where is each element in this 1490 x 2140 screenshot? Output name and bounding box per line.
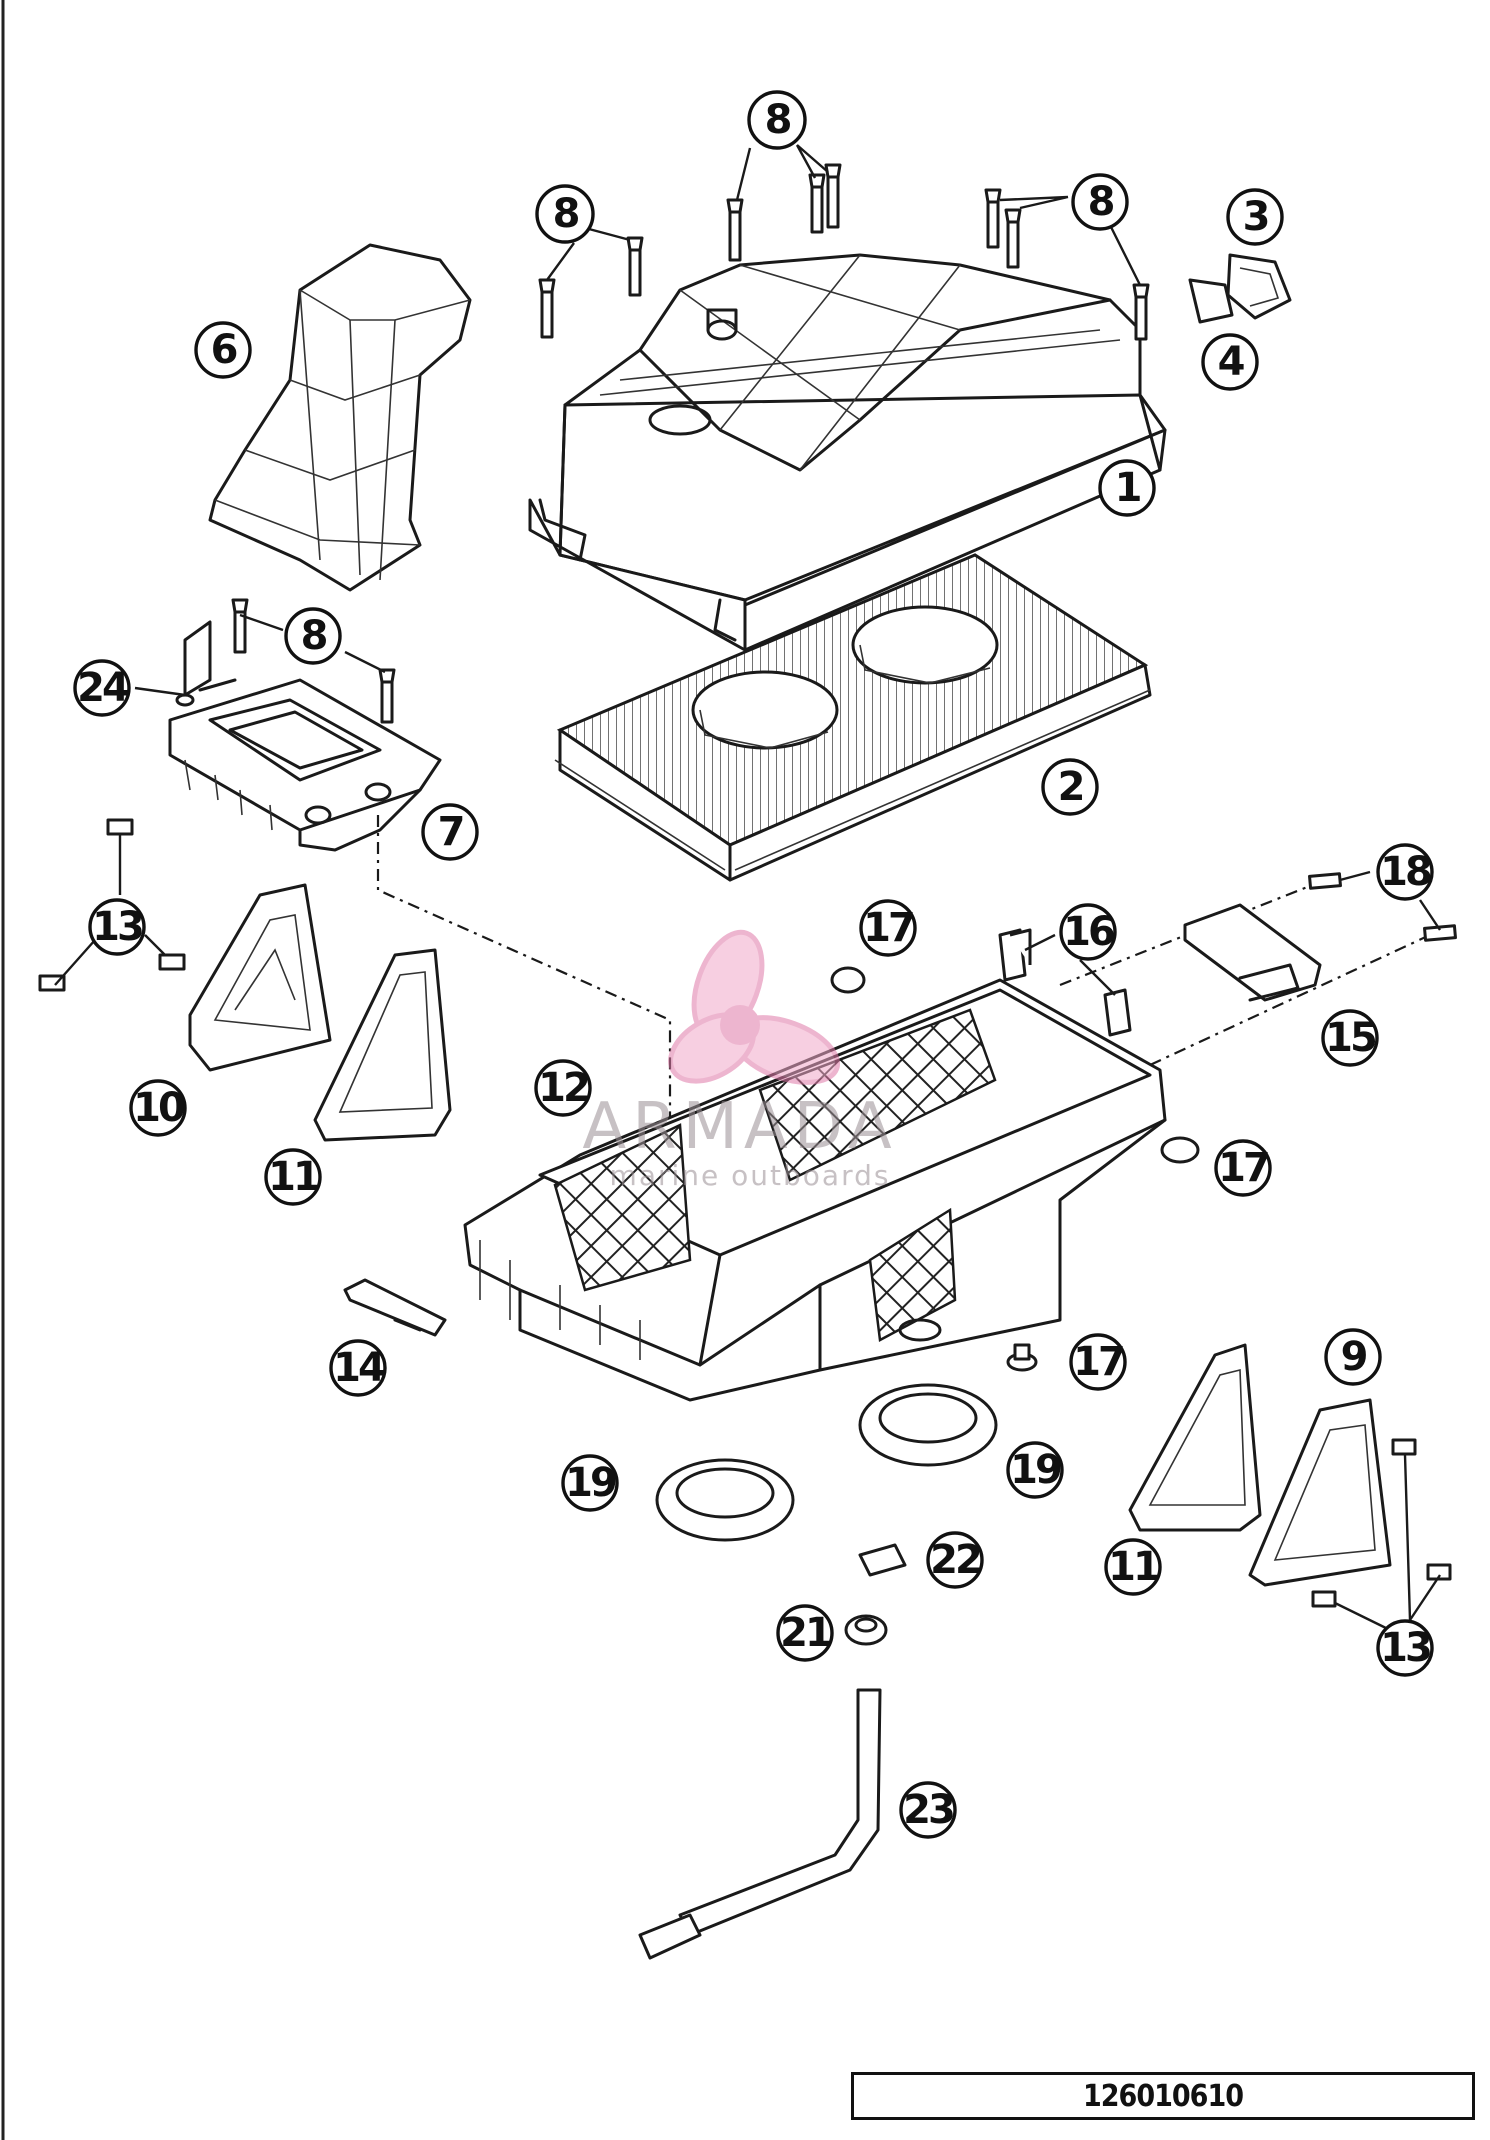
- callout-17b: 17: [1214, 1139, 1272, 1197]
- callout-22: 22: [926, 1531, 984, 1589]
- part-14-block: [343, 1278, 447, 1337]
- part-19-seal-right: [858, 1383, 998, 1467]
- callout-label: 13: [1380, 1625, 1430, 1671]
- callout-13a: 13: [88, 898, 146, 956]
- callout-11b: 11: [1104, 1538, 1162, 1596]
- callout-8d: 8: [284, 607, 342, 665]
- part-3-4-plates: [1188, 253, 1292, 324]
- part-18-screws: [1308, 872, 1457, 942]
- callout-label: 17: [863, 905, 913, 951]
- callout-4: 4: [1201, 333, 1259, 391]
- callout-label: 16: [1063, 909, 1114, 955]
- propeller-logo-icon: [668, 929, 841, 1085]
- callout-label: 3: [1243, 194, 1268, 240]
- callout-19a: 19: [561, 1454, 619, 1512]
- callout-label: 15: [1325, 1015, 1376, 1061]
- callout-label: 13: [92, 904, 142, 950]
- part-13-screws-left: [38, 818, 186, 992]
- part-11-gasket-right: [1128, 1343, 1262, 1532]
- callout-label: 23: [903, 1787, 953, 1833]
- callout-label: 10: [133, 1085, 184, 1131]
- callout-16: 16: [1059, 903, 1117, 961]
- part-13-screws-right: [1311, 1438, 1452, 1608]
- watermark-tagline: marine outboards: [610, 1159, 891, 1192]
- callout-18: 18: [1376, 843, 1434, 901]
- callout-24: 24: [73, 659, 131, 717]
- part-airbox-cover: [528, 253, 1167, 652]
- callout-label: 12: [538, 1065, 588, 1111]
- callout-23: 23: [899, 1781, 957, 1839]
- callout-10: 10: [129, 1079, 187, 1137]
- callout-1: 1: [1098, 459, 1156, 517]
- callout-label: 1: [1115, 465, 1141, 511]
- screw-group-top: [538, 163, 1150, 341]
- callout-label: 7: [438, 809, 463, 855]
- callout-7: 7: [421, 803, 479, 861]
- callout-label: 11: [268, 1154, 319, 1200]
- callout-label: 8: [1088, 179, 1114, 225]
- part-17-grommets: [830, 966, 1200, 1372]
- callout-label: 24: [77, 665, 128, 711]
- callout-label: 19: [1010, 1447, 1061, 1493]
- callout-label: 8: [301, 613, 327, 659]
- callout-label: 17: [1073, 1339, 1123, 1385]
- callout-label: 14: [333, 1345, 384, 1391]
- callout-leader-lines: [54, 144, 1441, 1632]
- callout-label: 4: [1218, 339, 1244, 385]
- callout-2: 2: [1041, 758, 1099, 816]
- callout-11a: 11: [264, 1148, 322, 1206]
- callout-14: 14: [329, 1339, 387, 1397]
- callout-label: 8: [553, 191, 579, 237]
- part-23-hose: [638, 1688, 882, 1960]
- callout-label: 11: [1108, 1544, 1159, 1590]
- part-intake-duct: [208, 243, 472, 592]
- callout-17a: 17: [859, 899, 917, 957]
- callout-9: 9: [1324, 1328, 1382, 1386]
- callout-8b: 8: [1071, 173, 1129, 231]
- callout-label: 9: [1341, 1334, 1367, 1380]
- part-15-plate: [1183, 903, 1322, 1002]
- callout-21: 21: [776, 1604, 834, 1662]
- callout-3: 3: [1226, 188, 1284, 246]
- part-22-clamp: [858, 1543, 907, 1577]
- part-7-flange: [168, 598, 442, 852]
- callout-circles: 1 2 3 4 6 7 8 8 8 8 9 10 11 11 12 13 13 …: [73, 90, 1434, 1839]
- callout-label: 18: [1380, 849, 1431, 895]
- watermark-brand: ARMADA: [582, 1090, 897, 1164]
- callout-label: 21: [780, 1610, 831, 1656]
- callout-label: 6: [211, 327, 237, 373]
- callout-12: 12: [534, 1059, 592, 1117]
- part-9-bracket: [1248, 1398, 1392, 1587]
- part-code-box: 126010610: [851, 2072, 1475, 2120]
- callout-label: 19: [565, 1460, 616, 1506]
- part-airbox-housing: [463, 978, 1167, 1402]
- part-code: 126010610: [1082, 2078, 1244, 2114]
- callout-15: 15: [1321, 1009, 1379, 1067]
- part-10-bracket: [188, 883, 332, 1072]
- callout-8c: 8: [535, 184, 595, 244]
- callout-label: 2: [1058, 764, 1083, 810]
- watermark: ARMADA marine outboards: [582, 929, 897, 1192]
- part-11-gasket-left: [313, 948, 452, 1142]
- part-19-seal-left: [655, 1458, 795, 1542]
- callout-17c: 17: [1069, 1333, 1127, 1391]
- part-21-grommet: [844, 1614, 888, 1646]
- callout-label: 8: [765, 97, 791, 143]
- callout-label: 22: [930, 1537, 980, 1583]
- part-air-filter: [554, 553, 1152, 882]
- callout-19b: 19: [1006, 1441, 1064, 1499]
- callout-6: 6: [194, 321, 252, 379]
- callout-label: 17: [1218, 1145, 1268, 1191]
- callout-8a: 8: [747, 90, 807, 150]
- callout-13b: 13: [1376, 1619, 1434, 1677]
- part-16-clips: [998, 928, 1132, 1037]
